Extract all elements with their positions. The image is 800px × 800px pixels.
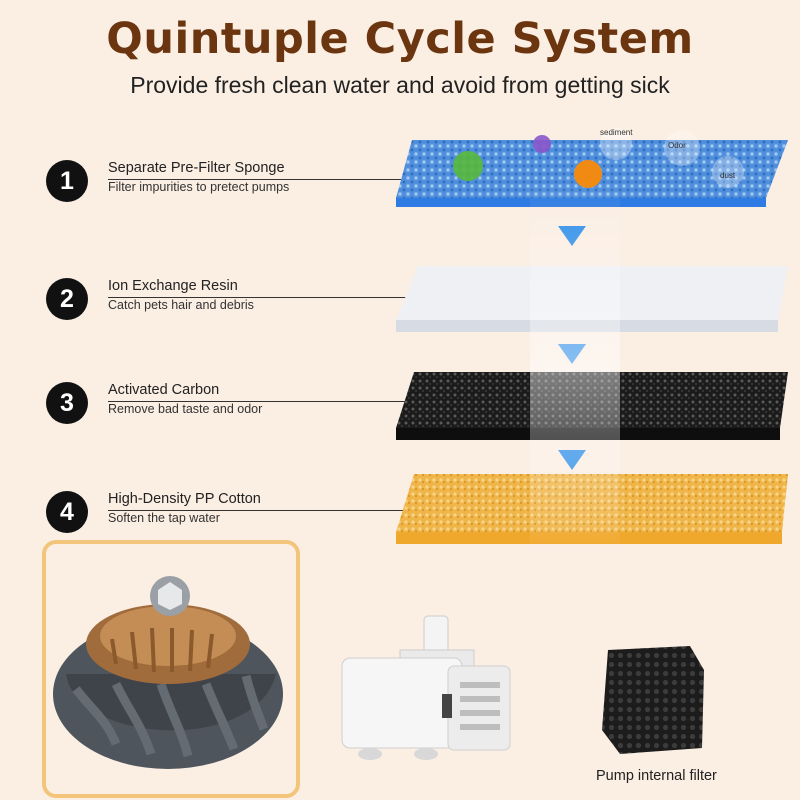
step-label: Separate Pre-Filter Sponge	[108, 160, 285, 176]
leader-line	[108, 297, 410, 298]
step-number-badge: 3	[46, 382, 88, 424]
step-number-badge: 2	[46, 278, 88, 320]
step-description: Filter impurities to pretect pumps	[108, 180, 290, 194]
leader-line	[108, 401, 410, 402]
water-flow	[530, 180, 620, 560]
step-number-badge: 1	[46, 160, 88, 202]
germ-icon	[453, 151, 483, 181]
step-label: High-Density PP Cotton	[108, 491, 261, 507]
sediment-tag: sediment	[600, 128, 633, 137]
odor-tag: Odor	[668, 141, 686, 150]
water-pump-illustration	[341, 615, 511, 760]
pump-cover-panel	[42, 540, 300, 798]
step-description: Soften the tap water	[108, 511, 220, 525]
internal-sponge-filter-illustration	[602, 646, 704, 754]
page-subtitle: Provide fresh clean water and avoid from…	[130, 72, 670, 98]
pump-cover-illustration	[53, 576, 283, 769]
leader-line	[108, 510, 410, 511]
step-description: Remove bad taste and odor	[108, 402, 263, 416]
page-title: Quintuple Cycle System	[106, 14, 694, 64]
step-number-badge: 4	[46, 491, 88, 533]
step-label: Ion Exchange Resin	[108, 278, 238, 294]
dust-tag: dust	[720, 171, 736, 180]
step-description: Catch pets hair and debris	[108, 298, 254, 312]
leader-line	[108, 179, 410, 180]
germ-icon	[533, 135, 551, 153]
pump-filter-caption: Pump internal filter	[596, 768, 717, 784]
step-label: Activated Carbon	[108, 382, 220, 398]
filter-layers-illustration: sediment Odor dust	[396, 128, 788, 560]
